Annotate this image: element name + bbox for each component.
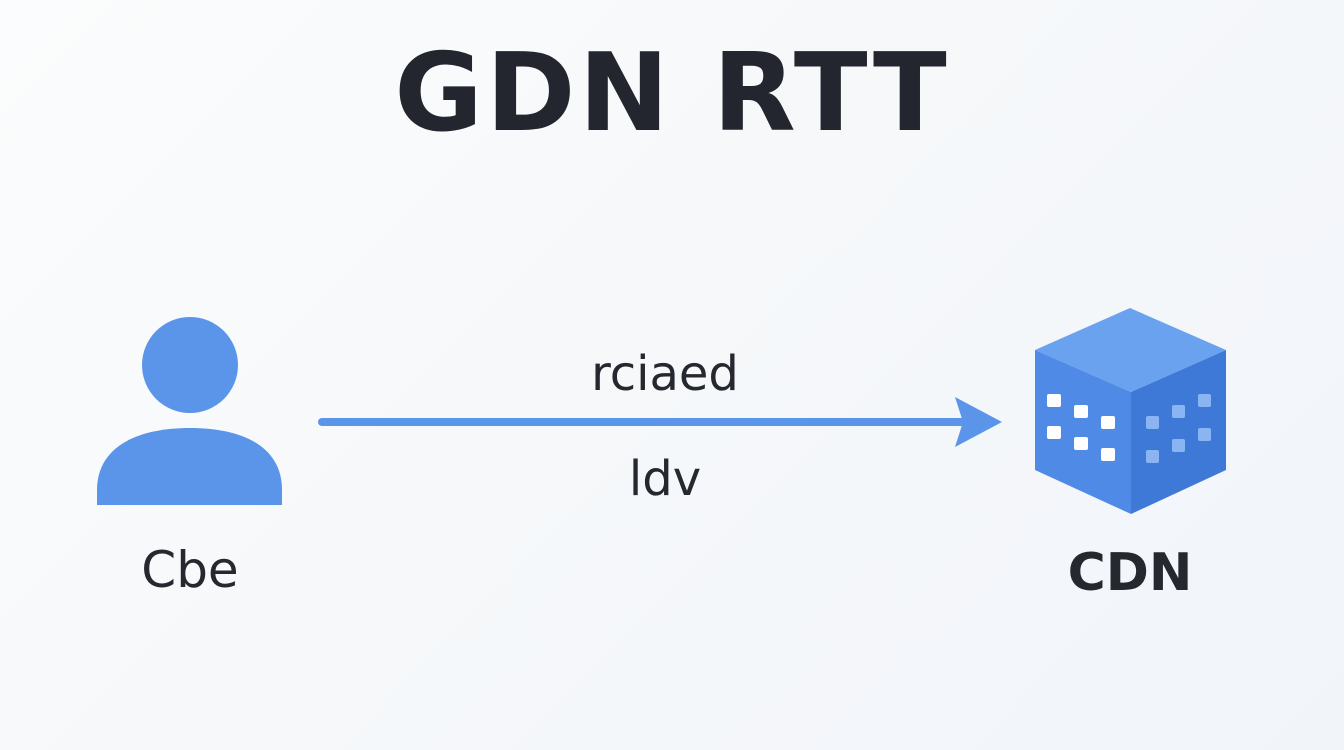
user-icon [97, 317, 282, 505]
client-label: Cbe [141, 541, 239, 599]
edge-label-above: rciaed [591, 346, 739, 402]
server-cube-icon [1035, 308, 1226, 514]
page-title: GDN RTT [394, 31, 950, 156]
cdn-label: CDN [1067, 543, 1193, 603]
request-arrow [318, 397, 1002, 447]
edge-label-below: ldv [628, 451, 702, 507]
